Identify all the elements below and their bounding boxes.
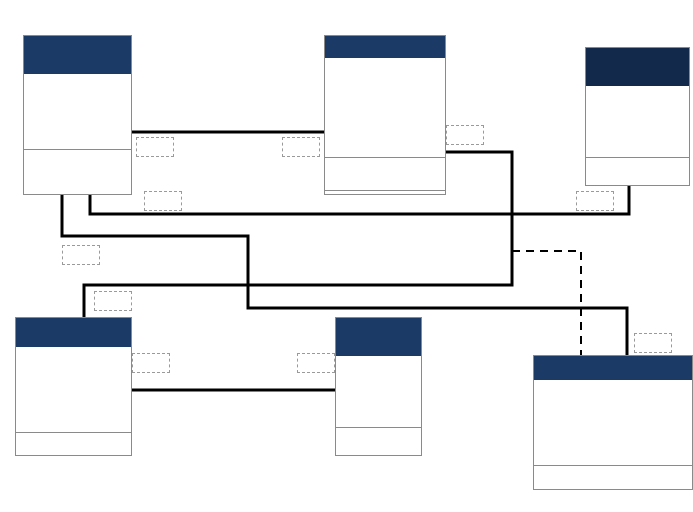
class-header [586, 48, 689, 86]
class-header [336, 318, 421, 356]
edge-label[interactable] [136, 137, 174, 157]
edge-label[interactable] [576, 191, 614, 211]
edge-label[interactable] [297, 353, 335, 373]
connector-top-left-top-right [88, 186, 631, 216]
edge-label[interactable] [62, 245, 100, 265]
class-separator [325, 157, 445, 158]
class-separator [325, 190, 445, 191]
class-separator [586, 157, 689, 158]
edge-label[interactable] [144, 191, 182, 211]
edge-label[interactable] [446, 125, 484, 145]
class-header [325, 36, 445, 58]
edge-label[interactable] [282, 137, 320, 157]
class-top-right[interactable] [585, 47, 690, 186]
edge-label[interactable] [94, 291, 132, 311]
class-bottom-left[interactable] [15, 317, 132, 456]
class-separator [16, 432, 131, 433]
class-top-left[interactable] [23, 35, 132, 195]
class-top-center[interactable] [324, 35, 446, 195]
class-separator [336, 427, 421, 428]
class-header [24, 36, 131, 74]
class-bottom-right[interactable] [533, 355, 693, 490]
edge-label[interactable] [132, 353, 170, 373]
connector-top-center-bottom-left [82, 150, 514, 318]
dependency-dashed-line [512, 250, 582, 356]
connector-lines [60, 130, 631, 392]
class-separator [534, 465, 692, 466]
class-bottom-center[interactable] [335, 317, 422, 456]
edge-label[interactable] [634, 333, 672, 353]
class-separator [24, 149, 131, 150]
class-header [534, 356, 692, 380]
connector-top-left-bottom-right [60, 195, 629, 356]
class-header [16, 318, 131, 347]
